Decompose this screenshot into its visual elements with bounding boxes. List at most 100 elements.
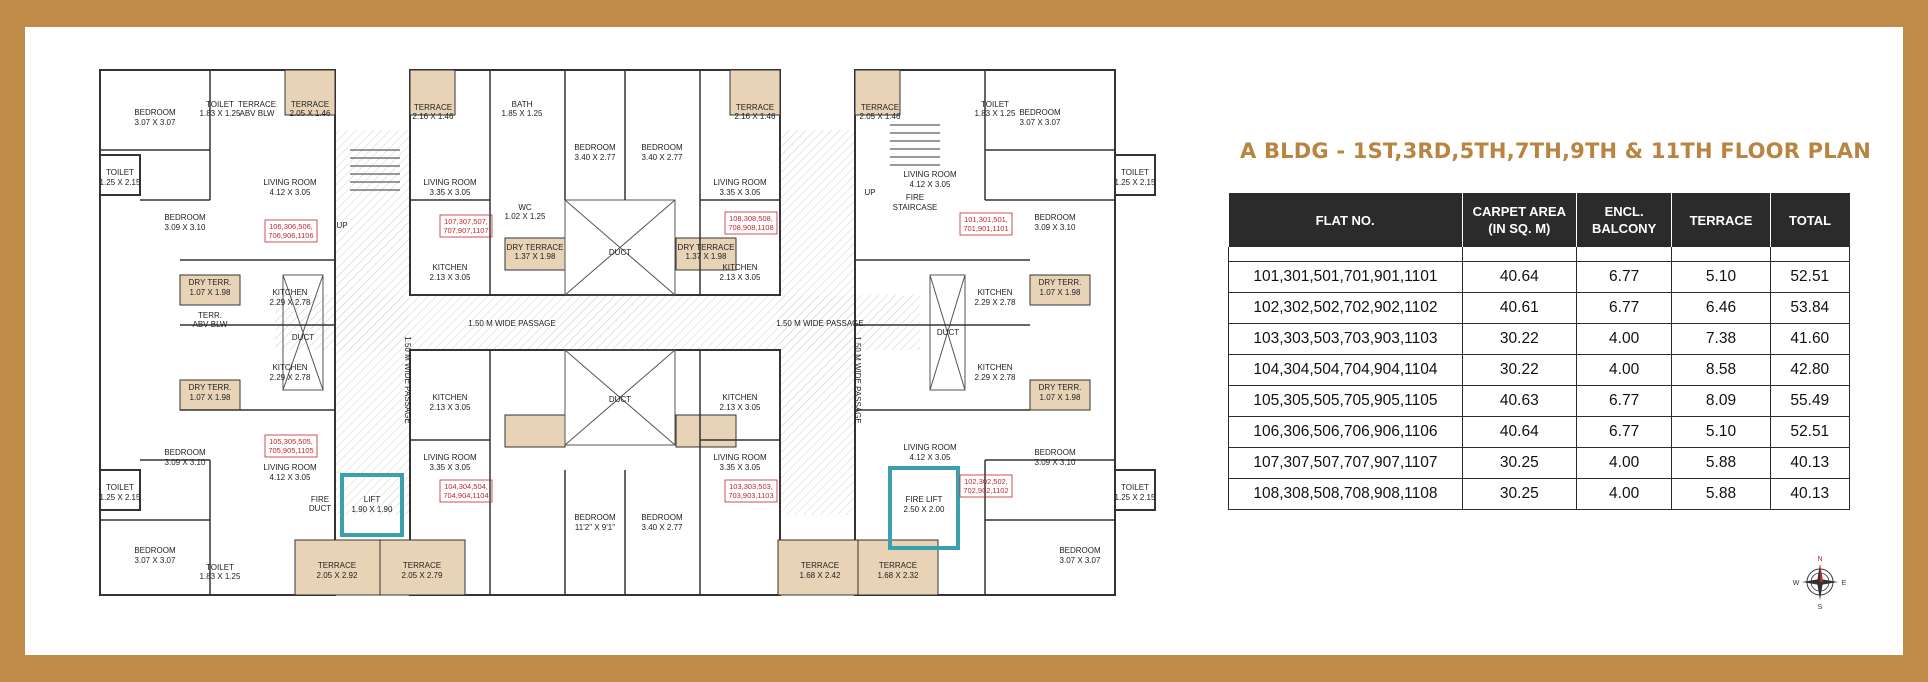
cell-total: 42.80 [1769, 354, 1851, 386]
cell-total: 55.49 [1769, 385, 1851, 417]
room-dry-terr-tr: DRY TERR.1.07 X 1.98 [1039, 278, 1082, 297]
cell-total: 52.51 [1769, 261, 1851, 293]
passage-right [780, 130, 855, 515]
cell-terrace: 5.10 [1671, 261, 1771, 293]
cell-carpet: 30.22 [1461, 323, 1577, 355]
passage-vertical-right: 1.50 M WIDE PASSAGE [853, 336, 862, 423]
flat-tag-tr: 101,301,501,701,901,1101 [963, 215, 1008, 233]
cell-carpet: 40.63 [1461, 385, 1577, 417]
compass-e: E [1842, 580, 1847, 587]
cell-flat: 106,306,506,706,906,1106 [1228, 416, 1463, 448]
passage-label-1: 1.50 M WIDE PASSAGE [468, 319, 555, 328]
header-total: TOTAL [1770, 193, 1850, 247]
passage-label-2: 1.50 M WIDE PASSAGE [776, 319, 863, 328]
cell-balcony: 4.00 [1575, 323, 1673, 355]
cell-carpet: 30.25 [1461, 478, 1577, 510]
cell-balcony: 6.77 [1575, 292, 1673, 324]
cell-terrace: 5.88 [1671, 447, 1771, 479]
flat-tag-bl: 105,305,505,705,905,1105 [268, 437, 313, 455]
cell-carpet: 30.25 [1461, 447, 1577, 479]
area-table: FLAT NO. CARPET AREA (IN SQ. M) ENCL. BA… [1228, 193, 1851, 510]
cell-carpet: 40.64 [1461, 416, 1577, 448]
cell-flat: 104,304,504,704,904,1104 [1228, 354, 1463, 386]
room-terr-abv-1: TERR.ABV BLW [193, 311, 228, 329]
cell-carpet: 40.64 [1461, 261, 1577, 293]
stair-up-right: UP [864, 188, 875, 197]
cell-balcony: 4.00 [1575, 478, 1673, 510]
fire-lift [888, 466, 960, 550]
cell-balcony: 6.77 [1575, 385, 1673, 417]
compass-s: S [1818, 604, 1823, 611]
floor-plan-title: A BLDG - 1ST,3RD,5TH,7TH,9TH & 11TH FLOO… [1240, 139, 1872, 163]
cell-total: 40.13 [1769, 478, 1851, 510]
stair-up-left: UP [336, 221, 347, 230]
duct-left: DUCT [292, 333, 314, 342]
passage-left [335, 130, 410, 515]
cell-terrace: 8.09 [1671, 385, 1771, 417]
cell-balcony: 4.00 [1575, 354, 1673, 386]
cell-flat: 105,305,505,705,905,1105 [1228, 385, 1463, 417]
header-carpet-area: CARPET AREA (IN SQ. M) [1462, 193, 1577, 247]
cell-balcony: 6.77 [1575, 416, 1673, 448]
room-dry-terr-br: DRY TERR.1.07 X 1.98 [1039, 383, 1082, 402]
cell-total: 53.84 [1769, 292, 1851, 324]
duct-top: DUCT [609, 248, 631, 257]
passage-vertical-left: 1.50 M WIDE PASSAGE [403, 336, 412, 423]
room-dry-terr-bl: DRY TERR.1.07 X 1.98 [189, 383, 232, 402]
cell-flat: 108,308,508,708,908,1108 [1228, 478, 1463, 510]
room-dry-terr-tl: DRY TERR.1.07 X 1.98 [189, 278, 232, 297]
cell-terrace: 5.10 [1671, 416, 1771, 448]
cell-flat: 103,303,503,703,903,1103 [1228, 323, 1463, 355]
flat-tag-tl: 106,306,506,706,906,1106 [268, 222, 313, 240]
cell-total: 52.51 [1769, 416, 1851, 448]
cell-total: 41.60 [1769, 323, 1851, 355]
cell-carpet: 40.61 [1461, 292, 1577, 324]
cell-terrace: 5.88 [1671, 478, 1771, 510]
cell-terrace: 7.38 [1671, 323, 1771, 355]
duct-bottom: DUCT [609, 395, 631, 404]
